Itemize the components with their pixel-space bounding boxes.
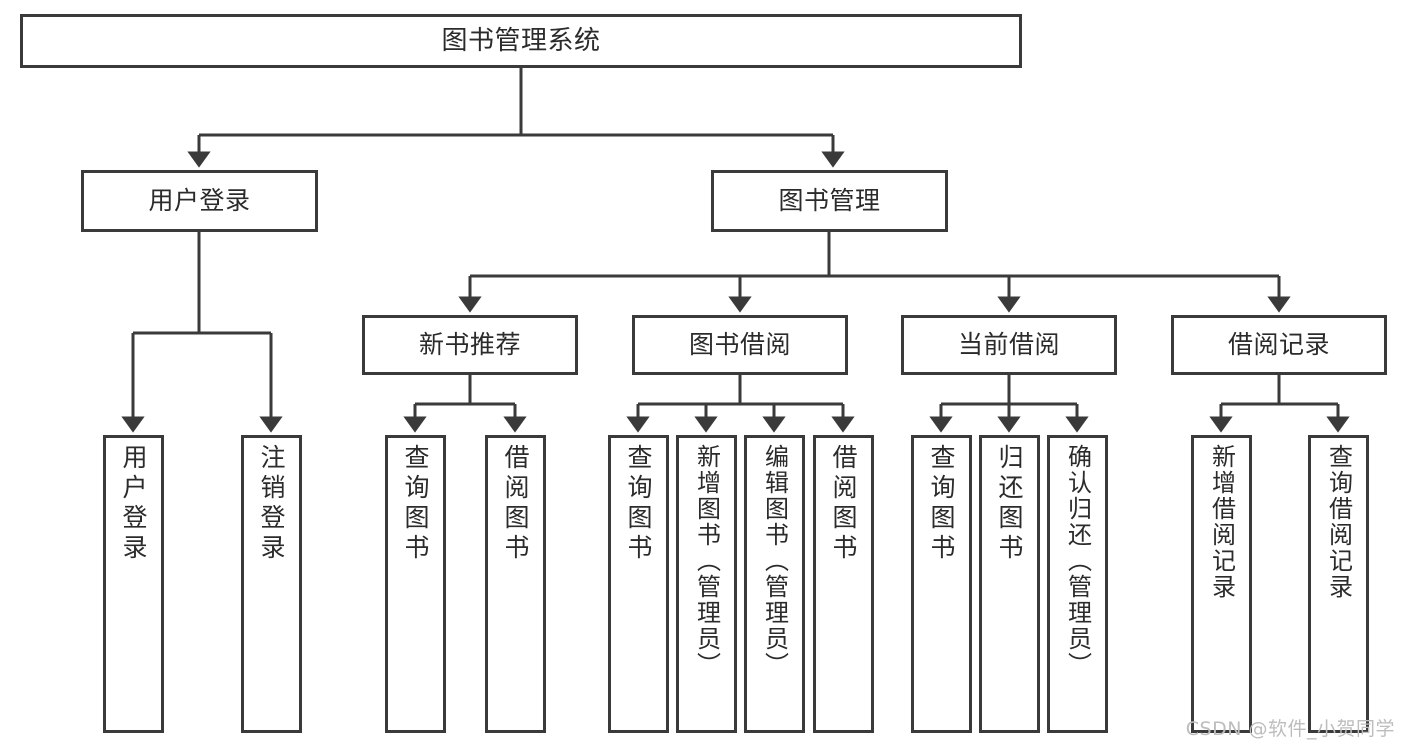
leaf-user-login[interactable]: 用户登录 <box>103 435 164 733</box>
leaf-user-logout[interactable]: 注销登录 <box>241 435 302 733</box>
leaf-query-book-3[interactable]: 查询图书 <box>911 435 972 733</box>
leaf-user-login-label: 用户登录 <box>119 444 148 564</box>
leaf-query-book-2[interactable]: 查询图书 <box>608 435 669 733</box>
node-book-borrow[interactable]: 图书借阅 <box>632 315 848 375</box>
leaf-edit-book-label: 编辑图书（管理员） <box>760 444 789 678</box>
leaf-add-record-label: 新增借阅记录 <box>1207 444 1236 600</box>
leaf-confirm-return-label: 确认归还（管理员） <box>1063 444 1092 678</box>
node-book-management[interactable]: 图书管理 <box>711 170 948 232</box>
leaf-add-book[interactable]: 新增图书（管理员） <box>676 435 737 733</box>
leaf-query-book-2-label: 查询图书 <box>624 444 653 564</box>
node-borrow-record-label: 借阅记录 <box>1227 330 1330 360</box>
node-new-book-recommend[interactable]: 新书推荐 <box>362 315 578 375</box>
node-user-login-label: 用户登录 <box>148 186 251 216</box>
node-current-borrow[interactable]: 当前借阅 <box>901 315 1117 375</box>
leaf-borrow-book-1-label: 借阅图书 <box>501 444 530 564</box>
leaf-user-logout-label: 注销登录 <box>257 444 286 564</box>
node-root-label: 图书管理系统 <box>441 25 601 56</box>
leaf-query-book-1-label: 查询图书 <box>401 444 430 564</box>
leaf-query-record[interactable]: 查询借阅记录 <box>1308 435 1369 733</box>
node-root[interactable]: 图书管理系统 <box>20 14 1022 68</box>
leaf-borrow-book-2[interactable]: 借阅图书 <box>813 435 874 733</box>
csdn-watermark: CSDN @软件_小贺同学 <box>1185 718 1395 740</box>
leaf-add-record[interactable]: 新增借阅记录 <box>1191 435 1252 733</box>
node-book-management-label: 图书管理 <box>778 186 881 216</box>
node-borrow-record[interactable]: 借阅记录 <box>1171 315 1387 375</box>
leaf-borrow-book-1[interactable]: 借阅图书 <box>485 435 546 733</box>
node-user-login[interactable]: 用户登录 <box>81 170 318 232</box>
node-book-borrow-label: 图书借阅 <box>688 330 791 360</box>
leaf-borrow-book-2-label: 借阅图书 <box>829 444 858 564</box>
node-new-book-recommend-label: 新书推荐 <box>418 330 521 360</box>
leaf-query-book-1[interactable]: 查询图书 <box>385 435 446 733</box>
leaf-edit-book[interactable]: 编辑图书（管理员） <box>744 435 805 733</box>
leaf-query-book-3-label: 查询图书 <box>927 444 956 564</box>
leaf-confirm-return[interactable]: 确认归还（管理员） <box>1047 435 1108 733</box>
leaf-return-book-label: 归还图书 <box>995 444 1024 564</box>
leaf-add-book-label: 新增图书（管理员） <box>692 444 721 678</box>
node-current-borrow-label: 当前借阅 <box>957 330 1060 360</box>
leaf-query-record-label: 查询借阅记录 <box>1324 444 1353 600</box>
leaf-return-book[interactable]: 归还图书 <box>979 435 1040 733</box>
